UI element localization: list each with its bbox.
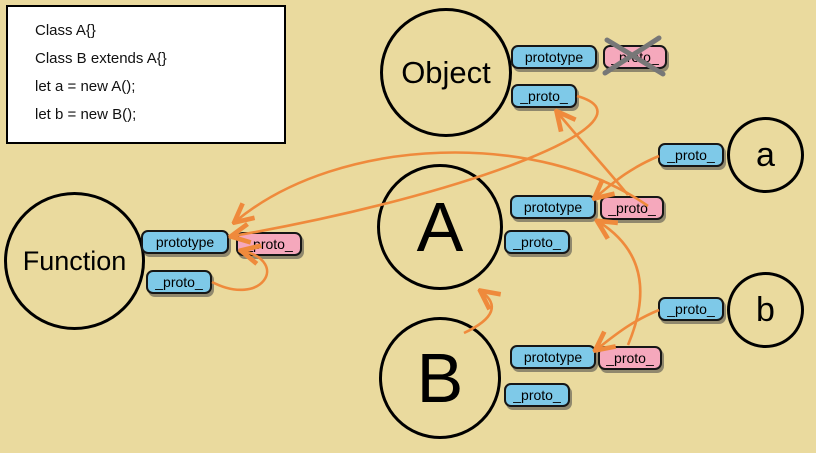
node-class-b: B [379,317,501,439]
function-proto-tag: _proto_ [146,270,212,294]
arrow-function-proto-self-loop [211,251,269,292]
class-b-prototype-tag: prototype [510,345,596,369]
node-class-a-label: A [416,188,464,266]
arrow-instance-b-proto-to-b-prototype [597,308,660,349]
function-prototype-tag: prototype [141,230,229,254]
node-instance-b: b [727,272,804,348]
node-object: Object [380,8,512,137]
code-line-3: let a = new A(); [35,78,136,95]
node-instance-a-label: a [756,135,775,174]
object-prototype-tag: prototype [511,45,597,69]
class-a-proto-tag: _proto_ [504,230,570,254]
arrow-a-prototype-proto-to-object-prototype [558,113,630,196]
code-line-2: Class B extends A{} [35,50,167,67]
node-function-label: Function [22,245,127,276]
instance-a-proto-tag: _proto_ [658,143,724,167]
object-proto-tag: _proto_ [511,84,577,108]
node-class-b-label: B [416,339,464,417]
arrow-b-prototype-proto-to-a-prototype [599,222,642,346]
node-instance-b-label: b [756,290,775,329]
node-object-label: Object [401,54,491,90]
node-function: Function [4,192,145,330]
class-a-prototype-tag: prototype [510,195,596,219]
class-a-prototype-proto-tag: _proto_ [600,196,664,220]
code-box: Class A{} Class B extends A{} let a = ne… [6,5,286,144]
code-line-1: Class A{} [35,22,96,39]
instance-b-proto-tag: _proto_ [658,297,724,321]
node-instance-a: a [727,117,804,193]
node-class-a: A [377,164,503,290]
class-b-prototype-proto-tag: _proto_ [598,346,662,370]
arrow-instance-a-proto-to-a-prototype [596,154,660,197]
code-line-4: let b = new B(); [35,106,137,123]
object-prototype-proto-tag: _proto_ [603,45,667,69]
class-b-proto-tag: _proto_ [504,383,570,407]
function-prototype-proto-tag: _proto_ [236,232,302,256]
